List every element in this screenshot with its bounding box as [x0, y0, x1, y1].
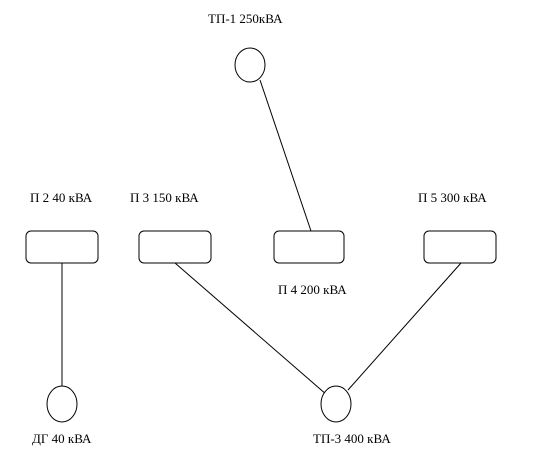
node-tp1: [234, 47, 266, 83]
edge-tp1-p4: [259, 79, 312, 232]
node-tp3: [320, 385, 352, 423]
node-dg: [46, 385, 78, 423]
node-label-tp3: ТП-3 400 кВА: [313, 431, 391, 446]
node-p5: [423, 230, 497, 264]
node-p3: [138, 230, 212, 264]
node-p2: [25, 230, 99, 264]
node-label-p3: П 3 150 кВА: [130, 190, 199, 205]
node-label-dg: ДГ 40 кВА: [32, 431, 92, 446]
edge-p5-tp3: [347, 262, 462, 391]
node-label-p5: П 5 300 кВА: [418, 190, 487, 205]
node-label-tp1: ТП-1 250кВА: [208, 11, 283, 26]
node-label-p2: П 2 40 кВА: [30, 190, 93, 205]
node-label-p4: П 4 200 кВА: [278, 282, 347, 297]
node-p4: [273, 230, 345, 264]
edge-p3-tp3: [174, 262, 328, 396]
